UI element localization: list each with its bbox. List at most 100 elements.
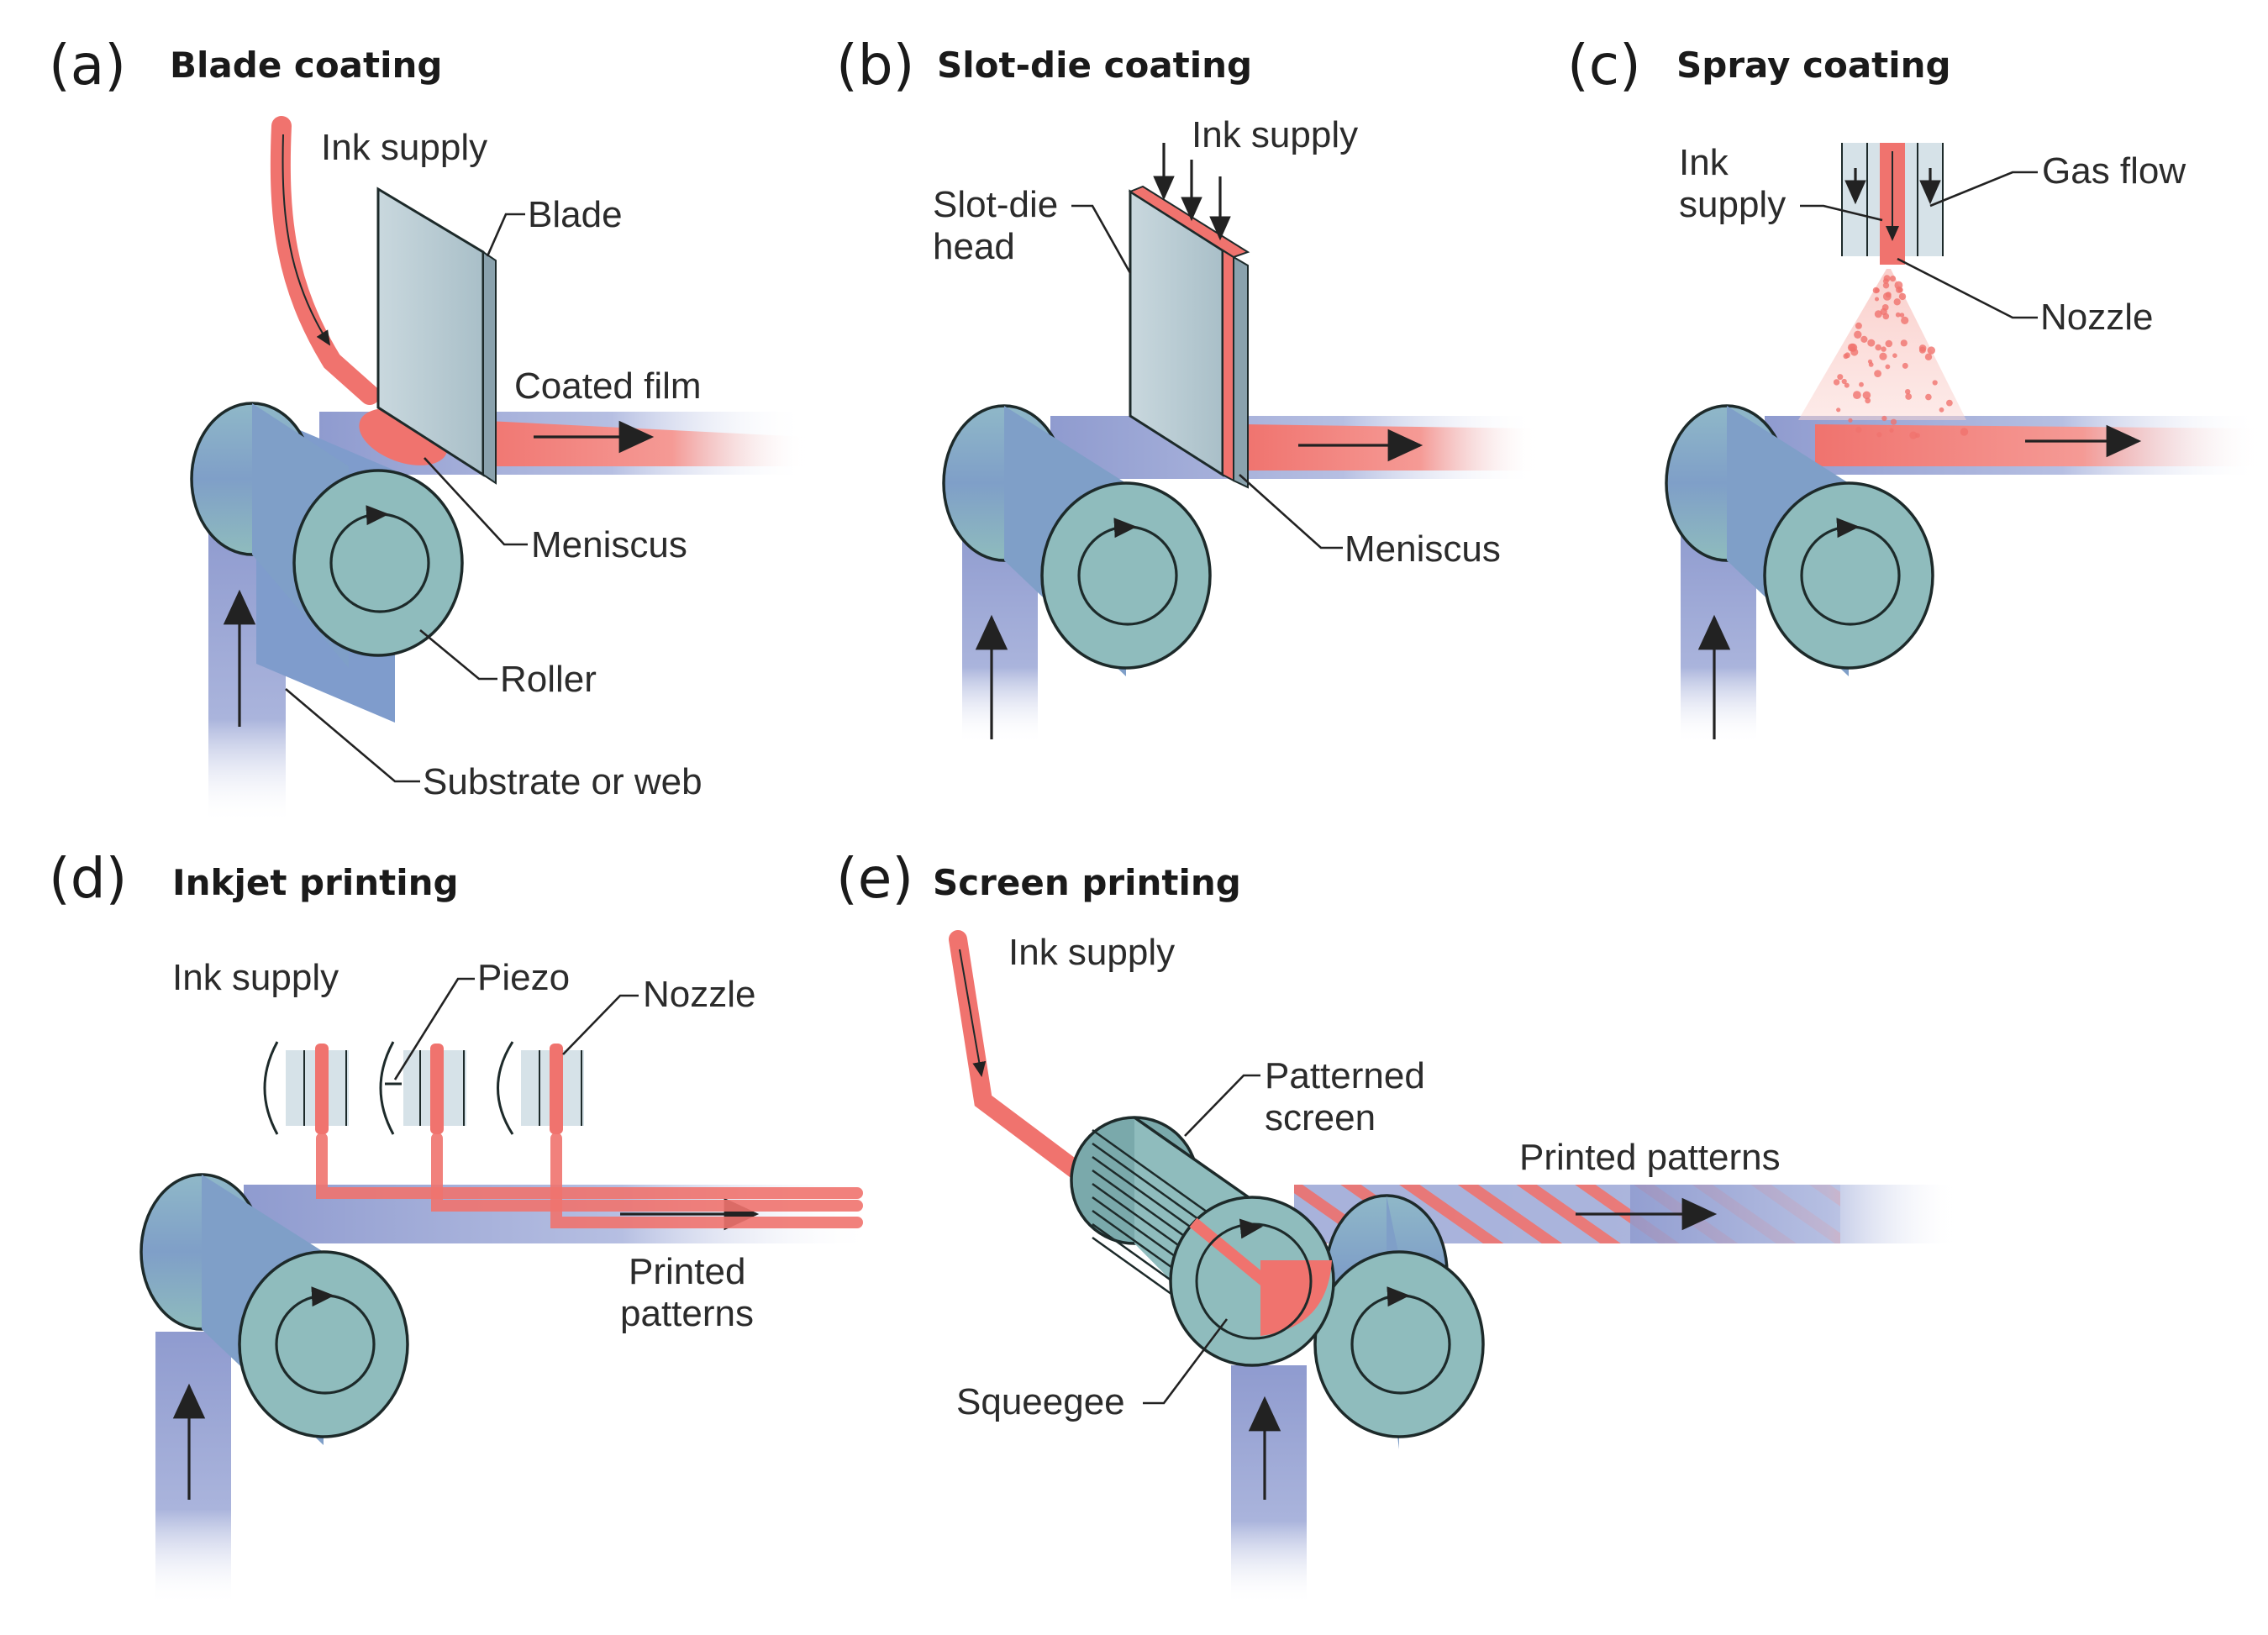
spray-droplet (1905, 393, 1913, 400)
spray-droplet (1895, 312, 1901, 318)
label-meniscus: Meniscus (1344, 528, 1501, 570)
label-substrate: Substrate or web (423, 761, 703, 802)
spray-droplets (1833, 275, 1969, 439)
label-ink-supply: Ink supply (172, 957, 339, 998)
spray-droplet (1892, 353, 1897, 359)
spray-droplet (1899, 313, 1905, 318)
spray-droplet (1924, 353, 1933, 360)
spray-droplet (1853, 391, 1861, 399)
label-meniscus: Meniscus (531, 524, 687, 565)
ink-supply-pipe (949, 930, 1093, 1186)
label-patterned-line1: Patterned (1265, 1055, 1425, 1096)
spray-droplet (1882, 282, 1890, 289)
roller (190, 402, 464, 723)
spray-droplet (1889, 276, 1897, 282)
roller-front-cap (1040, 481, 1212, 670)
spray-droplet (1915, 433, 1920, 439)
slot-die-head (1128, 185, 1250, 489)
panel-b: (b) Slot-die coating Ink supply Slot-die… (836, 33, 1538, 744)
spray-droplet (1859, 381, 1864, 387)
inkjet-head-1 (263, 1041, 349, 1135)
spray-droplet (1841, 378, 1847, 385)
spray-droplet (1927, 346, 1935, 355)
label-head-line2: head (933, 226, 1015, 267)
panel-a-title: Blade coating (170, 45, 442, 86)
spray-droplet (1909, 431, 1918, 439)
bottom-roller (1313, 1194, 1485, 1449)
screen-stripe (1092, 1142, 1211, 1229)
roller-front-cap (238, 1250, 409, 1438)
spray-droplet (1881, 346, 1886, 352)
spray-cone (1798, 269, 1966, 420)
substrate-vertical (1231, 1365, 1307, 1605)
spray-droplet (1874, 370, 1882, 377)
label-ink-line2: supply (1679, 184, 1786, 225)
panel-c-letter: (c) (1567, 33, 1641, 97)
roller (1665, 404, 1934, 676)
spray-droplet (1844, 382, 1850, 388)
spray-droplet (1960, 428, 1969, 436)
label-printed-patterns: Printed patterns (1519, 1137, 1781, 1178)
panel-d-letter: (d) (49, 846, 127, 911)
roller-front-cap (1313, 1250, 1485, 1438)
panel-a: (a) Blade coating Ink supply (49, 33, 807, 823)
spray-droplet (1875, 297, 1879, 302)
roller-front-cap (1763, 481, 1934, 670)
panel-d-title: Inkjet printing (172, 862, 459, 903)
printed-patterns (316, 1133, 863, 1228)
panel-e-letter: (e) (836, 846, 913, 911)
spray-droplet (1932, 380, 1938, 386)
spray-droplet (1890, 418, 1897, 425)
panel-b-letter: (b) (836, 33, 914, 97)
substrate-vertical (155, 1332, 231, 1605)
spray-droplet (1900, 339, 1908, 347)
spray-nozzle (1841, 143, 1944, 265)
spray-droplet (1867, 359, 1873, 364)
spray-droplet (1847, 343, 1856, 352)
label-patterned-line2: screen (1265, 1097, 1376, 1138)
spray-droplet (1925, 393, 1932, 401)
roller-front-cap (292, 469, 464, 657)
spray-droplet (1902, 362, 1908, 369)
spray-droplet (1889, 428, 1894, 433)
spray-droplet (1883, 275, 1891, 282)
spray-droplet (1876, 432, 1882, 438)
spray-droplet (1894, 281, 1903, 290)
spray-droplet (1901, 316, 1909, 324)
panel-d: (d) Inkjet printing (49, 846, 874, 1605)
coated-film (1815, 424, 2260, 466)
label-ink-supply: Ink supply (321, 127, 487, 168)
panel-e: (e) Screen printing (836, 846, 1958, 1605)
spray-droplet (1897, 287, 1903, 293)
inkjet-head-2 (379, 1041, 466, 1135)
spray-droplet (1854, 330, 1862, 339)
label-printed-line1: Printed (629, 1251, 745, 1292)
label-head-line1: Slot-die (933, 184, 1058, 225)
spray-droplet (1860, 335, 1868, 343)
label-nozzle: Nozzle (643, 974, 756, 1015)
panel-c-title: Spray coating (1676, 45, 1951, 86)
spray-droplet (1855, 426, 1862, 434)
squeegee-ink (1260, 1260, 1332, 1336)
roller (139, 1173, 409, 1445)
panel-c: (c) Spray coating Ink (1567, 33, 2260, 744)
label-ink-supply: Ink supply (1192, 114, 1358, 155)
coated-film (1244, 424, 1538, 471)
spray-droplet (1885, 339, 1893, 348)
label-coated-film: Coated film (514, 365, 702, 407)
spray-droplet (1862, 391, 1871, 400)
spray-droplet (1905, 389, 1911, 395)
spray-droplet (1848, 418, 1853, 423)
label-nozzle: Nozzle (2040, 297, 2154, 338)
spray-droplet (1939, 407, 1944, 413)
spray-droplet (1836, 407, 1841, 413)
label-printed-line2: patterns (620, 1293, 754, 1334)
spray-droplet (1879, 352, 1887, 360)
spray-droplet (1946, 399, 1953, 407)
inkjet-head-3 (497, 1041, 584, 1135)
spray-droplet (1918, 344, 1927, 352)
spray-droplet (1837, 374, 1844, 381)
panel-b-title: Slot-die coating (937, 45, 1252, 86)
